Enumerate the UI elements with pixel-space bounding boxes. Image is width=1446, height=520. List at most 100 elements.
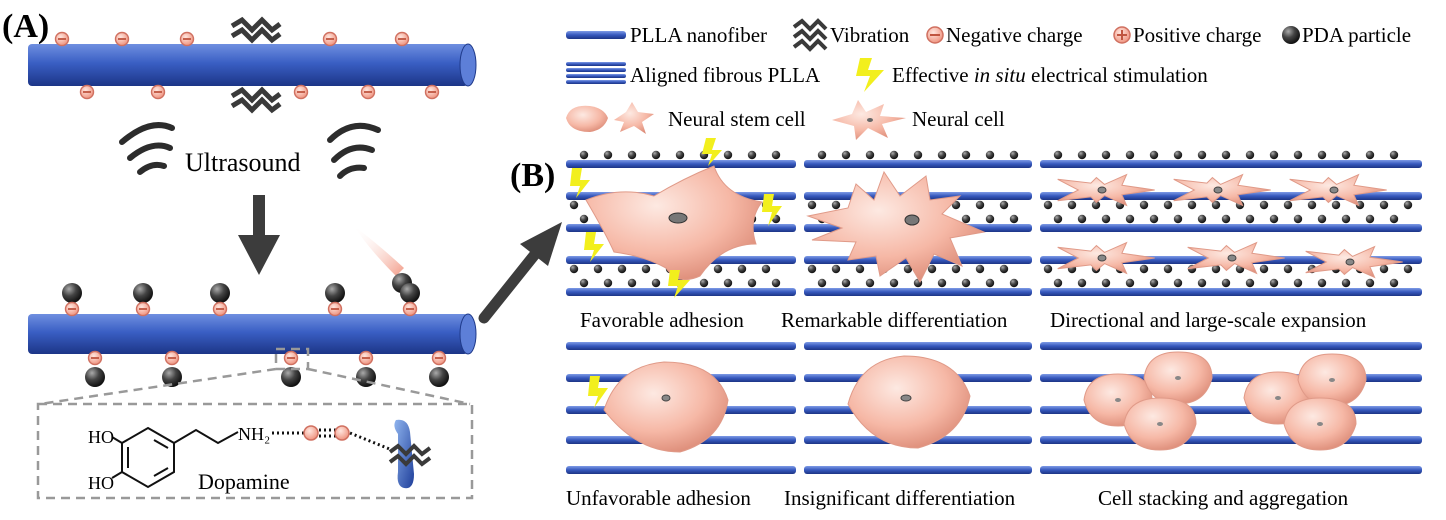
pda-particle bbox=[1245, 278, 1255, 288]
pda-particle bbox=[617, 264, 627, 274]
favorable-adhesion-cell bbox=[585, 165, 763, 281]
pda-particle bbox=[807, 264, 817, 274]
pda-particle bbox=[999, 200, 1009, 210]
negative-charge bbox=[54, 31, 70, 47]
pda-particle bbox=[1365, 278, 1375, 288]
pda-particle bbox=[1269, 278, 1279, 288]
legend-pda-label: PDA particle bbox=[1302, 23, 1411, 47]
neural-cell bbox=[1173, 173, 1271, 207]
caption-remarkable-differentiation: Remarkable differentiation bbox=[781, 308, 1008, 332]
panel-b-fiber bbox=[566, 342, 796, 350]
pda-particle bbox=[1053, 214, 1063, 224]
pda-particle bbox=[325, 283, 345, 303]
pda-particle bbox=[927, 264, 937, 274]
pda-particle bbox=[1245, 150, 1255, 160]
neural-cell bbox=[1289, 173, 1387, 207]
pda-particle bbox=[1077, 278, 1087, 288]
negative-charge bbox=[164, 350, 180, 366]
pda-particle bbox=[1173, 278, 1183, 288]
pda-particle bbox=[579, 214, 589, 224]
panel-b-fiber bbox=[804, 160, 1032, 168]
neural-cell bbox=[1057, 173, 1155, 207]
pda-particle bbox=[133, 283, 153, 303]
pda-particle bbox=[1293, 278, 1303, 288]
panel-a-bottom-fiber bbox=[28, 313, 477, 355]
pda-particle bbox=[1389, 214, 1399, 224]
neural-stem-cell bbox=[1123, 397, 1197, 451]
pda-particle bbox=[1403, 200, 1413, 210]
pda-particle bbox=[1317, 214, 1327, 224]
pda-particle bbox=[771, 150, 781, 160]
pda-particle bbox=[699, 278, 709, 288]
falling-pda-particle bbox=[354, 226, 412, 293]
pda-particle bbox=[723, 278, 733, 288]
pda-particle bbox=[1307, 200, 1317, 210]
pda-particle bbox=[713, 264, 723, 274]
pda-particle bbox=[961, 150, 971, 160]
pda-particle bbox=[1341, 150, 1351, 160]
pda-particle bbox=[1221, 150, 1231, 160]
pda-particle bbox=[985, 150, 995, 160]
pda-particle bbox=[1403, 264, 1413, 274]
ultrasound-label: Ultrasound bbox=[185, 148, 301, 177]
pda-particle bbox=[627, 150, 637, 160]
caption-unfavorable-adhesion: Unfavorable adhesion bbox=[566, 486, 751, 510]
pda-particle bbox=[723, 150, 733, 160]
pda-particle bbox=[1259, 264, 1269, 274]
stacked-cell-aggregates bbox=[1083, 351, 1367, 451]
pda-particle bbox=[747, 150, 757, 160]
pda-particle bbox=[761, 264, 771, 274]
pda-particle bbox=[747, 278, 757, 288]
pda-particle bbox=[1101, 214, 1111, 224]
pda-particle bbox=[1149, 214, 1159, 224]
pda-particle bbox=[831, 200, 841, 210]
pda-particle bbox=[913, 150, 923, 160]
pda-particle bbox=[1269, 214, 1279, 224]
neural-cell bbox=[1187, 241, 1285, 275]
pda-particle bbox=[569, 200, 579, 210]
pda-particle bbox=[1197, 214, 1207, 224]
neural-stem-cell bbox=[1143, 351, 1213, 405]
pda-particle bbox=[771, 278, 781, 288]
pda-particle bbox=[1149, 278, 1159, 288]
pda-particle bbox=[937, 278, 947, 288]
pda-particle bbox=[961, 214, 971, 224]
pda-particle bbox=[1043, 264, 1053, 274]
legend-stim-label: Effective in situ electrical stimulation bbox=[892, 63, 1208, 87]
pda-particle bbox=[889, 278, 899, 288]
panel-b-fiber bbox=[1040, 288, 1422, 296]
legend-nc-icon bbox=[832, 100, 906, 140]
differentiated-neural-cell bbox=[806, 170, 986, 284]
pda-particle bbox=[1389, 150, 1399, 160]
negative-charge bbox=[150, 84, 166, 100]
pda-particle bbox=[1053, 150, 1063, 160]
negative-charge bbox=[394, 31, 410, 47]
neural-cell bbox=[1057, 241, 1155, 275]
pda-particle bbox=[1283, 200, 1293, 210]
pda-particle bbox=[62, 283, 82, 303]
pda-particle bbox=[1125, 214, 1135, 224]
neural-cell bbox=[1305, 245, 1403, 279]
pda-particle bbox=[1341, 214, 1351, 224]
pda-particle bbox=[1379, 264, 1389, 274]
pda-particle bbox=[1389, 278, 1399, 288]
pda-particle bbox=[1245, 214, 1255, 224]
legend-bolt-icon bbox=[856, 58, 884, 92]
negative-charge bbox=[64, 301, 80, 317]
pda-particle bbox=[817, 150, 827, 160]
pda-particle bbox=[1101, 278, 1111, 288]
pda-particle bbox=[603, 278, 613, 288]
pda-particle bbox=[1379, 200, 1389, 210]
pda-particle bbox=[675, 150, 685, 160]
legend-aligned-swatch bbox=[566, 62, 626, 84]
negative-charge bbox=[327, 301, 343, 317]
pda-particle bbox=[1077, 150, 1087, 160]
legend-positive-icon bbox=[1113, 26, 1131, 44]
negative-charge bbox=[358, 350, 374, 366]
pda-particle bbox=[903, 264, 913, 274]
pda-particle bbox=[627, 278, 637, 288]
pda-particle bbox=[579, 278, 589, 288]
pda-particle bbox=[1187, 200, 1197, 210]
expansion-neural-cells bbox=[1057, 173, 1403, 279]
pda-particle bbox=[162, 367, 182, 387]
